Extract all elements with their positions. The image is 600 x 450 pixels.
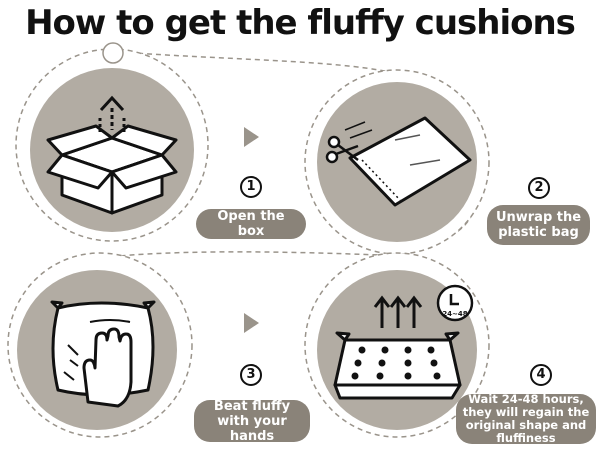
step-4-number: 4 — [530, 364, 552, 386]
arrow-up-icon — [98, 95, 126, 132]
next-arrow-icon — [244, 313, 259, 333]
step-2-label: Unwrap the plastic bag — [487, 205, 590, 245]
page-title: How to get the fluffy cushions — [25, 3, 576, 43]
step-1-label: Open the box — [196, 209, 306, 239]
step-4-illustration: 24~48 — [304, 252, 490, 438]
rising-cushion-icon — [333, 331, 462, 400]
clock-icon: 24~48 — [436, 284, 474, 322]
step-4-label: Wait 24-48 hours, they will regain the o… — [456, 393, 596, 445]
step-3-label: Beat fluffy with your hands — [194, 399, 310, 444]
step-2-illustration — [304, 69, 490, 255]
step-2-number: 2 — [528, 177, 550, 199]
plastic-bag-icon — [348, 116, 472, 207]
scissors-icon — [325, 135, 359, 164]
open-box-icon — [46, 124, 178, 215]
hand-icon — [82, 327, 133, 408]
step-1-number: 1 — [240, 176, 262, 198]
dashed-connector — [119, 51, 391, 73]
up-arrows-icon — [373, 295, 423, 328]
step-3-number: 3 — [240, 364, 262, 386]
next-arrow-icon — [244, 127, 259, 147]
step-1-illustration — [15, 42, 209, 242]
clock-label: 24~48 — [442, 310, 467, 318]
step-3-illustration — [7, 252, 193, 438]
